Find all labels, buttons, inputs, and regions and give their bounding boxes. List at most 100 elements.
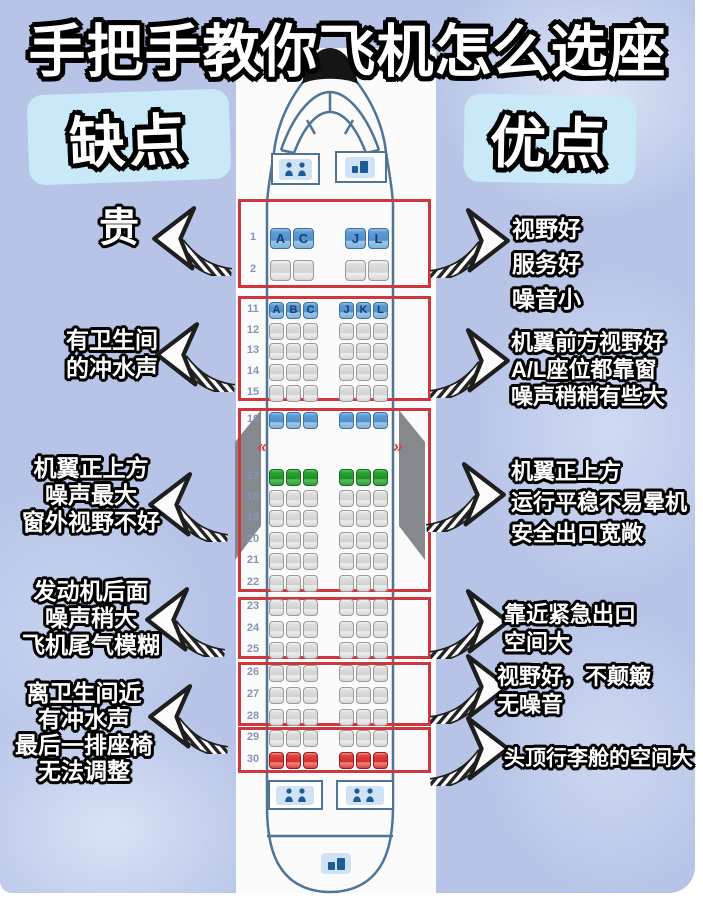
seat xyxy=(339,384,354,402)
note-line: 有冲水声 xyxy=(38,706,130,732)
seat-1J: J xyxy=(345,227,366,249)
row-number: 22 xyxy=(246,576,260,588)
seat xyxy=(303,509,318,527)
note-line: 的冲水声 xyxy=(66,355,158,381)
seat xyxy=(286,363,301,381)
seat xyxy=(339,509,354,527)
seat xyxy=(356,641,371,659)
seat xyxy=(339,411,354,429)
seat xyxy=(269,641,284,659)
seat xyxy=(373,384,388,402)
seat-1A: A xyxy=(270,227,291,249)
note-line: 运行平稳不易晕机 xyxy=(511,490,688,515)
con-note-lavatory-flush: 有卫生间的冲水声 xyxy=(18,326,206,382)
seat xyxy=(269,598,284,616)
seat xyxy=(303,708,318,726)
seat xyxy=(303,468,318,486)
seat xyxy=(373,751,388,769)
seat xyxy=(269,384,284,402)
seat xyxy=(356,531,371,549)
seat xyxy=(303,664,318,682)
pros-badge: 优点 xyxy=(463,93,637,185)
seat xyxy=(303,489,318,507)
cons-badge-label: 缺点 xyxy=(68,107,191,175)
seat xyxy=(269,751,284,769)
seat xyxy=(373,620,388,638)
seat xyxy=(286,531,301,549)
seat xyxy=(269,531,284,549)
seat xyxy=(356,664,371,682)
arrow-left-1 xyxy=(150,204,238,276)
seat xyxy=(303,598,318,616)
seat-11C: C xyxy=(303,301,318,319)
seat xyxy=(286,620,301,638)
row-number: 20 xyxy=(246,533,260,545)
seat xyxy=(303,384,318,402)
seat xyxy=(286,411,301,429)
arrow-right-1 xyxy=(424,206,512,278)
row-number: 30 xyxy=(246,753,260,765)
pro-note-no-noise: 视野好，不颠簸无噪音 xyxy=(497,663,651,719)
seat xyxy=(373,574,388,592)
seat xyxy=(356,598,371,616)
row-number: 2 xyxy=(249,263,257,275)
row-number: 26 xyxy=(246,666,260,678)
seat xyxy=(286,641,301,659)
seat xyxy=(356,729,371,747)
seat xyxy=(356,574,371,592)
seat xyxy=(356,322,371,340)
seat xyxy=(269,620,284,638)
seat xyxy=(303,729,318,747)
seat xyxy=(286,664,301,682)
seat xyxy=(269,322,284,340)
row-number: 18 xyxy=(246,491,260,503)
seat xyxy=(339,342,354,360)
note-line: 噪声最大 xyxy=(45,482,137,508)
seat xyxy=(303,342,318,360)
seat xyxy=(345,259,366,281)
seat xyxy=(373,641,388,659)
seat-section-box xyxy=(238,662,431,726)
row-number: 23 xyxy=(246,600,260,612)
seat xyxy=(303,686,318,704)
seat xyxy=(286,574,301,592)
seat xyxy=(303,363,318,381)
seat-11K: K xyxy=(356,301,371,319)
seat-section-box xyxy=(238,296,431,401)
note-line: 离卫生间近 xyxy=(26,680,142,706)
seat xyxy=(373,489,388,507)
arrow-right-2 xyxy=(424,326,512,398)
note-line: 无法调整 xyxy=(38,758,130,784)
note-line: 飞机尾气模糊 xyxy=(22,632,160,658)
row-number: 11 xyxy=(247,303,259,315)
seat xyxy=(269,363,284,381)
row-number: 13 xyxy=(246,344,260,356)
seat xyxy=(303,411,318,429)
seat xyxy=(286,708,301,726)
seat xyxy=(356,552,371,570)
note-line: 噪声稍稍有些大 xyxy=(511,384,666,409)
seat-11A: A xyxy=(269,301,284,319)
seat xyxy=(373,509,388,527)
row-number: 12 xyxy=(246,324,260,336)
arrow-left-2 xyxy=(153,320,241,392)
seat xyxy=(373,686,388,704)
seat-section-box xyxy=(238,727,431,773)
seat xyxy=(269,468,284,486)
note-line: 噪音小 xyxy=(512,286,581,312)
note-line: 机翼正上方 xyxy=(511,459,622,484)
row-number: 24 xyxy=(246,622,260,634)
seat xyxy=(373,342,388,360)
note-line: 窗外视野不好 xyxy=(22,509,160,535)
con-note-above-wing: 机翼正上方噪声最大窗外视野不好 xyxy=(0,455,182,536)
seat xyxy=(286,384,301,402)
seat xyxy=(286,509,301,527)
arrow-right-6 xyxy=(424,714,512,786)
row-number: 1 xyxy=(249,231,257,243)
seat xyxy=(356,342,371,360)
seat xyxy=(339,598,354,616)
row-number: 17 xyxy=(246,470,260,482)
cons-badge: 缺点 xyxy=(26,88,232,186)
seat xyxy=(373,468,388,486)
